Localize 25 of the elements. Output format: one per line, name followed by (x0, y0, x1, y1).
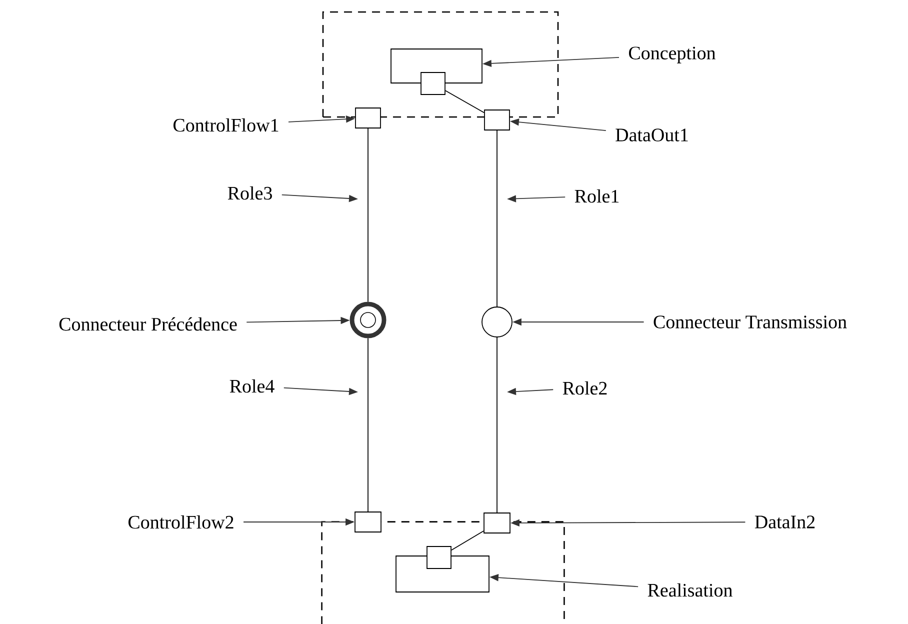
connecting-line (445, 90, 484, 114)
transmission-connector (482, 306, 512, 338)
connecting-line (451, 530, 484, 551)
callout-label: ControlFlow1 (173, 118, 278, 132)
callout-label: Role3 (228, 186, 272, 200)
callout-label: DataOut1 (616, 128, 688, 142)
port-box (426, 546, 452, 569)
callout-label: Connecteur Précédence (59, 317, 237, 331)
callout-label: ControlFlow2 (128, 515, 234, 529)
precedence-connector (350, 302, 386, 338)
connecting-line (496, 337, 498, 513)
callout-label: Conception (629, 46, 716, 64)
callout-label: Connecteur Transmission (654, 316, 847, 328)
callout-label: Role4 (230, 379, 274, 393)
port-box (354, 512, 382, 532)
callout-label: Realisation (648, 583, 732, 597)
port-box (420, 72, 446, 95)
port-box (484, 110, 510, 130)
port-box (484, 512, 510, 534)
callout-label: Role2 (562, 381, 607, 395)
connecting-line (496, 130, 498, 307)
port-box (355, 108, 381, 128)
callout-label: DataIn2 (754, 516, 815, 528)
callout-label: Role1 (574, 189, 619, 203)
component-frame (322, 11, 559, 118)
